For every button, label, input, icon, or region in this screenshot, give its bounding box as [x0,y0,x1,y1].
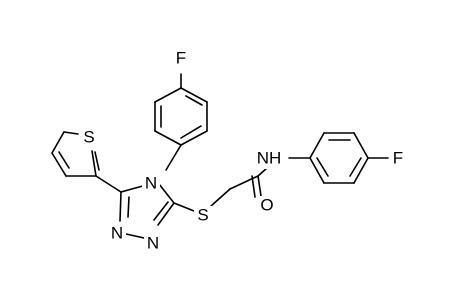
bond [51,152,67,177]
right-fluorophenyl-ring [288,132,389,184]
atom-label-nitrogen-4: N [145,173,157,192]
bond [153,201,169,221]
bond [158,183,175,204]
bond [180,125,202,139]
atom-label-carbonyl-oxygen: O [260,195,273,214]
bond [353,157,369,184]
bond [154,130,182,146]
bond [51,131,65,154]
bond [157,202,175,226]
triazole-ring [119,183,175,239]
atom-label-fluorine-top: F [176,48,186,67]
bond [180,130,208,146]
bond [316,157,329,177]
bond [309,157,325,184]
bond [309,132,325,159]
atom-labels: F N S N N S NH O F [80,48,406,254]
bond [95,175,122,193]
bond [125,233,145,239]
top-fluorophenyl-ring [154,73,208,171]
bond [91,150,97,177]
bond [173,202,195,212]
bond [185,95,203,106]
atom-label-amide-nh: NH [257,148,282,167]
atom-label-thioether-sulfur: S [197,205,208,224]
bond [229,175,259,190]
bond [58,151,70,169]
bond [94,151,100,171]
bond [154,87,182,103]
bond [63,131,79,135]
bond [353,132,369,159]
bond [165,144,182,171]
atom-label-nitrogen-left: N [111,223,123,242]
bond [251,175,256,198]
atom-label-nitrogen-right: N [147,233,159,252]
bond [180,87,208,103]
atom-label-thiophene-sulfur: S [83,127,94,146]
bond [349,157,362,177]
atom-label-fluorine-right: F [393,148,403,167]
bond [119,191,122,222]
bond [210,188,231,207]
bond [127,196,130,218]
bond [257,175,262,197]
thiophene-ring [51,131,122,193]
